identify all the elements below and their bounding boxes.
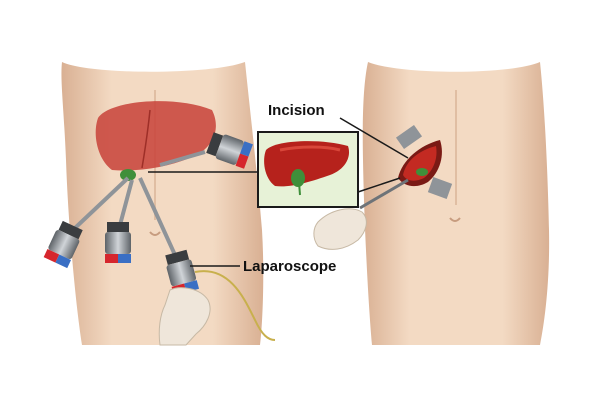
trocar-port-icon (43, 220, 83, 269)
liver-inset (148, 131, 401, 208)
trocar-port-icon (105, 222, 131, 263)
gloved-hand-icon (158, 287, 211, 346)
inset-duct (297, 169, 301, 196)
laparoscope-cable (194, 270, 276, 341)
right-liver (403, 146, 437, 181)
right-torso (313, 62, 550, 345)
laparoscope-label: Laparoscope (243, 258, 337, 275)
left-liver-lobe-line (141, 109, 151, 169)
left-torso (43, 62, 276, 346)
inset-liver (264, 141, 350, 187)
instrument-shaft-1 (73, 176, 130, 230)
incision-pointer (339, 117, 409, 159)
retractor-top (395, 124, 423, 150)
instrument-shaft-4 (159, 150, 206, 167)
left-torso-navel (149, 231, 161, 236)
instrument-shaft-2 (118, 179, 134, 226)
open-surgery-instrument (359, 178, 409, 210)
inset-liver-highlight (279, 145, 341, 152)
gloved-hand-icon (313, 208, 367, 250)
right-gallbladder (416, 168, 428, 176)
inset-connector-right (357, 177, 401, 193)
left-liver (95, 101, 216, 171)
trocar-port-icon (206, 132, 253, 169)
retractor-right (427, 177, 453, 199)
left-gallbladder (120, 169, 136, 181)
instrument-shaft-3 (138, 177, 177, 256)
incision-label: Incision (268, 102, 325, 119)
right-torso-navel (449, 217, 461, 222)
